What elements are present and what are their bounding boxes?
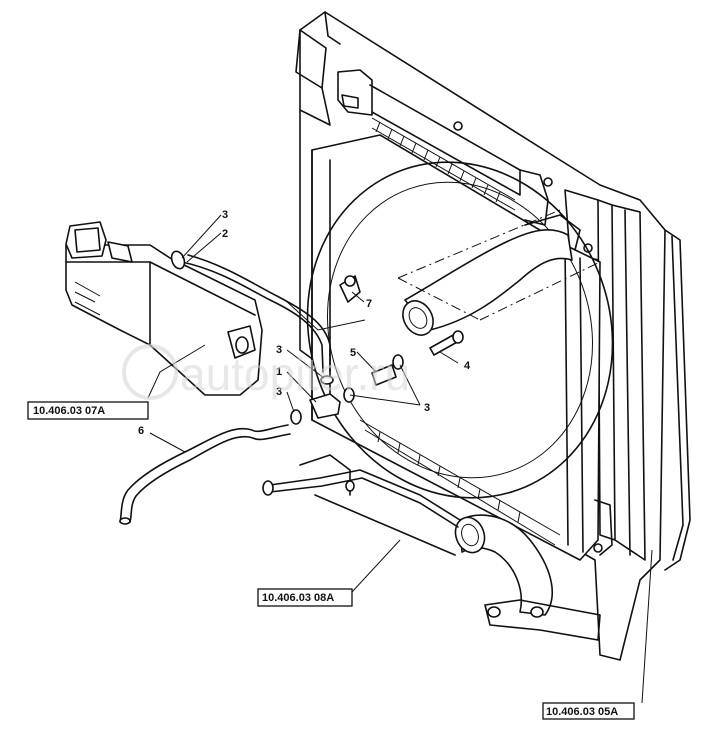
ref-box-lower-hose[interactable]: 10.406.03 08A [257,588,353,607]
fin-strip [371,117,516,211]
lower-tube [262,454,461,556]
clip-7 [339,275,361,303]
callout-3-clamp-upper: 3 [276,344,282,356]
ref-radiator-label: 10.406.03 05A [546,706,618,718]
watermark-text: autopiter.ru [180,348,410,400]
ref-box-reservoir[interactable]: 10.406.03 07A [27,401,149,420]
callout-3-clamp-lower: 3 [276,386,282,398]
callout-1-tee: 1 [276,366,282,378]
ref-lower-hose-label: 10.406.03 08A [262,592,334,604]
callout-6-hose: 6 [138,425,144,437]
radiator-assembly [295,11,691,661]
expansion-reservoir [65,221,263,396]
tee-fitting [290,375,355,425]
ref-reservoir-label: 10.406.03 07A [33,405,105,417]
ref-box-radiator[interactable]: 10.406.03 05A [542,702,635,720]
callout-5-pipe: 5 [350,347,356,359]
callout-3-clamps-right: 3 [424,402,430,414]
hose-6 [119,424,291,525]
watermark: autopiter.ru [122,344,410,400]
callout-2-hose: 2 [222,228,228,240]
leader-lines [147,214,653,704]
callout-3-washer-top: 3 [222,209,228,221]
callout-4-bolt: 4 [464,360,471,372]
hose-2 [170,250,331,373]
bolt-4 [429,330,464,356]
callout-7-clip: 7 [366,298,372,310]
